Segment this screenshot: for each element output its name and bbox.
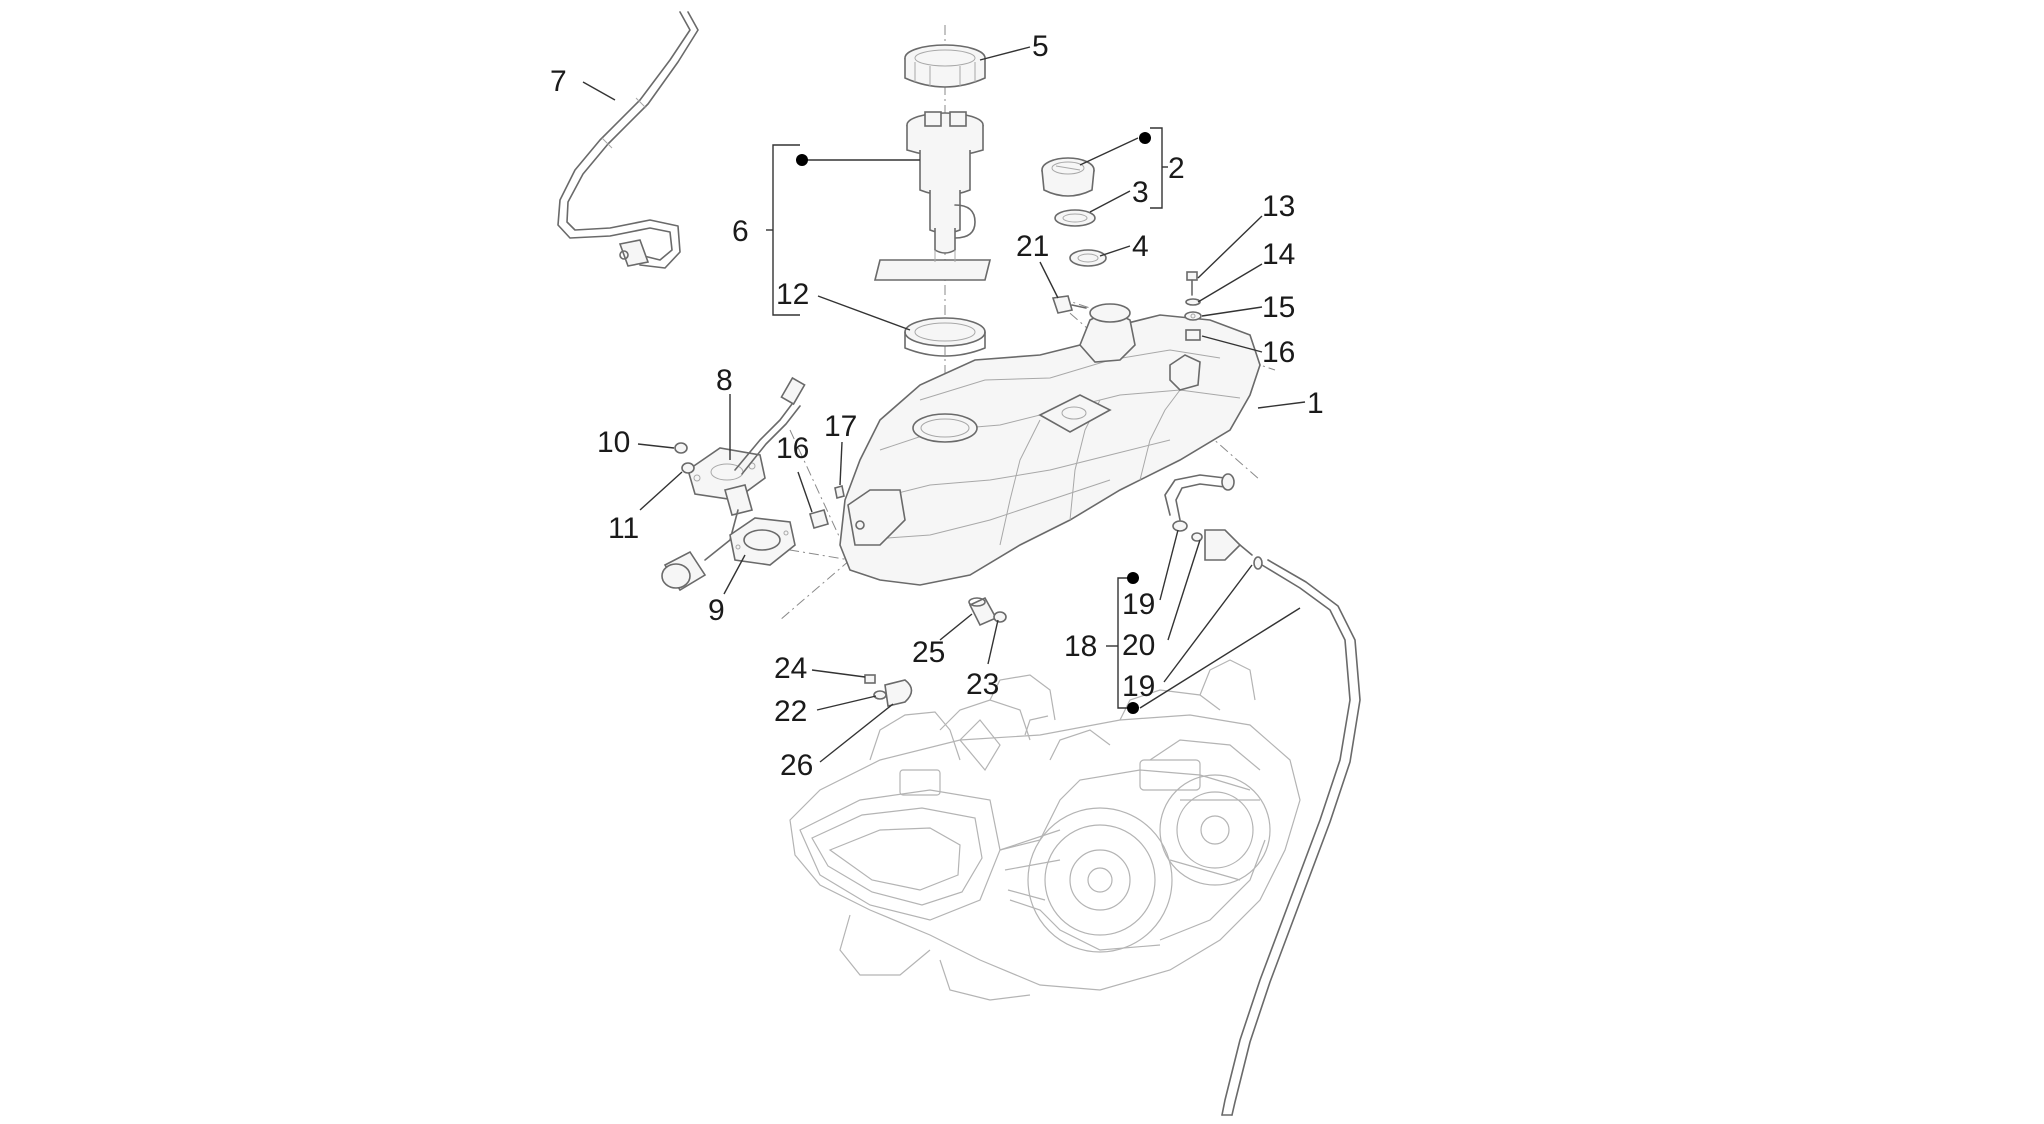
clip-17[interactable] [834, 484, 845, 500]
fuel-level-sender[interactable] [661, 376, 806, 592]
washer-14[interactable] [1185, 298, 1201, 306]
callout-7: 7 [550, 65, 567, 98]
callout-17: 17 [824, 410, 857, 443]
callout-25: 25 [912, 636, 945, 669]
screw-13[interactable] [1186, 271, 1198, 296]
callout-5: 5 [1032, 30, 1049, 63]
nut-10[interactable] [674, 442, 688, 454]
callout-12: 12 [776, 278, 809, 311]
callout-13: 13 [1262, 190, 1295, 223]
callout-20: 20 [1122, 629, 1155, 662]
fuel-tank[interactable] [839, 303, 1261, 586]
washer-22[interactable] [873, 690, 887, 700]
clip-21[interactable] [1051, 295, 1087, 314]
fuel-pump-ring-nut[interactable] [904, 44, 986, 88]
leader-lines [582, 46, 1306, 763]
callout-11: 11 [608, 512, 639, 545]
nut-16-right[interactable] [1185, 329, 1201, 341]
callout-18: 18 [1064, 630, 1097, 663]
callout-24: 24 [774, 652, 807, 685]
callout-8: 8 [716, 364, 733, 397]
callout-22: 22 [774, 695, 807, 728]
callout-19-top: 19 [1122, 588, 1155, 621]
engine-assembly [789, 659, 1301, 1001]
callout-10: 10 [597, 426, 630, 459]
callout-19-bottom: 19 [1122, 670, 1155, 703]
callout-labels: 1 2 3 4 5 6 7 8 9 10 11 12 13 14 15 16 1… [550, 30, 1324, 782]
washer-15[interactable] [1184, 311, 1202, 321]
fuel-cap-seal[interactable] [1054, 209, 1096, 227]
callout-9: 9 [708, 594, 725, 627]
callout-4: 4 [1132, 230, 1149, 263]
callout-2: 2 [1168, 152, 1185, 185]
fuel-cap[interactable] [1041, 157, 1095, 197]
screw-24[interactable] [864, 674, 876, 684]
breather-hose[interactable] [557, 11, 699, 269]
callout-23: 23 [966, 668, 999, 701]
callout-26: 26 [780, 749, 813, 782]
callout-21: 21 [1016, 230, 1049, 263]
callout-15: 15 [1262, 291, 1295, 324]
sender-gasket[interactable] [729, 517, 796, 566]
vent-hose-assembly[interactable] [1164, 473, 1361, 1116]
fuel-pump[interactable] [873, 111, 992, 281]
callout-14: 14 [1262, 238, 1295, 271]
callout-3: 3 [1132, 176, 1149, 209]
nut-16-left[interactable] [809, 509, 829, 529]
callout-16-right: 16 [1262, 336, 1295, 369]
bushing-25[interactable] [968, 596, 998, 627]
callout-6: 6 [732, 215, 749, 248]
callout-1: 1 [1307, 387, 1324, 420]
screw-23[interactable] [993, 611, 1007, 623]
hose-clamp-26[interactable] [884, 679, 913, 707]
washer-11[interactable] [681, 462, 695, 474]
callout-16-left: 16 [776, 432, 809, 465]
fuel-filler-gasket[interactable] [1069, 249, 1107, 267]
fuel-pump-gasket[interactable] [904, 317, 986, 357]
bullets [796, 132, 1151, 714]
